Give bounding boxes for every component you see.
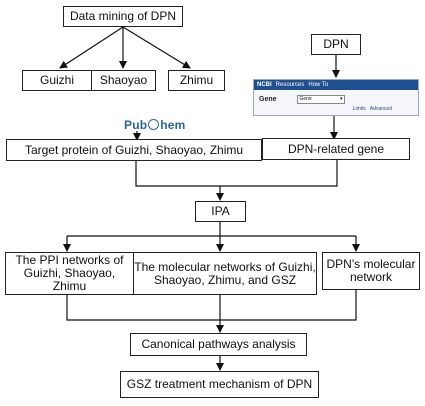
pubchem-logo-left: Pub <box>124 118 148 132</box>
treatment-mechanism-box: GSZ treatment mechanism of DPN <box>120 371 319 398</box>
molecular-networks-box: The molecular networks of Guizhi, Shaoya… <box>133 252 317 295</box>
zhimu-box: Zhimu <box>168 70 225 91</box>
arrow-to-guizhi <box>59 26 124 69</box>
canonical-pathways-box: Canonical pathways analysis <box>130 333 307 356</box>
ncbi-database-select: Gene <box>296 95 345 104</box>
pubchem-logo-right: hem <box>160 118 186 132</box>
dpn-box: DPN <box>311 34 361 55</box>
ncbi-resources-menu: Resources <box>275 82 305 88</box>
ncbi-howto-menu: How To <box>308 82 329 88</box>
ncbi-header-bar: NCBI Resources How To <box>254 80 418 90</box>
ncbi-gene-search-screenshot: NCBI Resources How To Gene Gene Limits A… <box>253 79 419 116</box>
shaoyao-box: Shaoyao <box>91 70 156 91</box>
dpn-related-gene-box: DPN-related gene <box>262 138 410 160</box>
connector-target-merge <box>135 160 338 187</box>
ncbi-field-label: Gene <box>259 96 277 103</box>
ipa-box: IPA <box>195 201 246 222</box>
dpn-molecular-network-box: DPN's molecular network <box>322 252 420 290</box>
guizhi-box: Guizhi <box>22 70 92 91</box>
target-protein-box: Target protein of Guizhi, Shaoyao, Zhimu <box>6 139 262 161</box>
connector-networks-merge <box>66 290 357 321</box>
ppi-networks-box: The PPI networks of Guizhi, Shaoyao, Zhi… <box>5 252 134 295</box>
pubchem-ring-icon <box>148 119 160 130</box>
ncbi-logo: NCBI <box>257 82 272 88</box>
arrow-to-zhimu <box>122 26 191 69</box>
ncbi-advanced-link: Advanced <box>369 106 392 112</box>
data-mining-box: Data mining of DPN <box>63 6 183 27</box>
ncbi-limits-link: Limits <box>352 106 366 112</box>
